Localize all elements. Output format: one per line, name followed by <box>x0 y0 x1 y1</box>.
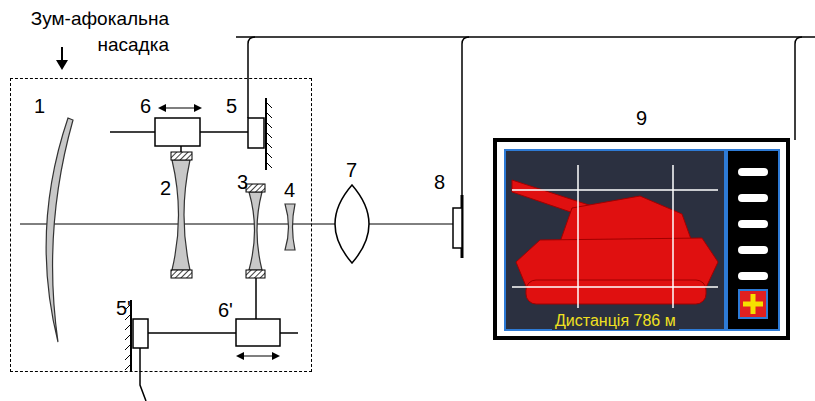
lens-1 <box>46 118 73 342</box>
optical-axis <box>20 224 462 225</box>
callout-number: 2 <box>160 178 171 198</box>
callout-number: 7 <box>346 160 357 180</box>
callout-number: 9 <box>636 108 647 128</box>
lens-2 <box>172 160 190 270</box>
lens-mount <box>246 184 265 192</box>
pointer-arrow <box>56 47 68 70</box>
zoom-afocal-housing: Зум-афокальна насадка <box>10 78 312 372</box>
node-text: Дистанція 786 м <box>552 312 679 330</box>
callout-number: 5' <box>116 298 131 318</box>
zoom-drive-bottom <box>125 278 298 372</box>
display-monitor: Дистанція 786 м <box>493 138 790 340</box>
objective-lens <box>335 185 369 263</box>
lens-3 <box>249 192 262 270</box>
callout-number: 4 <box>284 180 295 200</box>
callout-number: 5 <box>226 96 237 116</box>
signal-wires <box>140 37 815 401</box>
callout-number: 3 <box>237 172 248 192</box>
callout-number: 8 <box>434 172 445 192</box>
lens-mount <box>171 152 192 160</box>
image-sensor <box>453 195 462 258</box>
callout-number: 6 <box>140 96 151 116</box>
zoom-drive-top <box>110 98 272 170</box>
lens-mount <box>171 270 192 278</box>
lens-mount <box>246 270 265 278</box>
node-text: Зум-афокальна насадка <box>29 6 169 57</box>
lens-4 <box>285 204 295 250</box>
callout-number: 1 <box>34 96 45 116</box>
display-screen <box>505 150 779 330</box>
callout-number: 6' <box>218 300 233 320</box>
